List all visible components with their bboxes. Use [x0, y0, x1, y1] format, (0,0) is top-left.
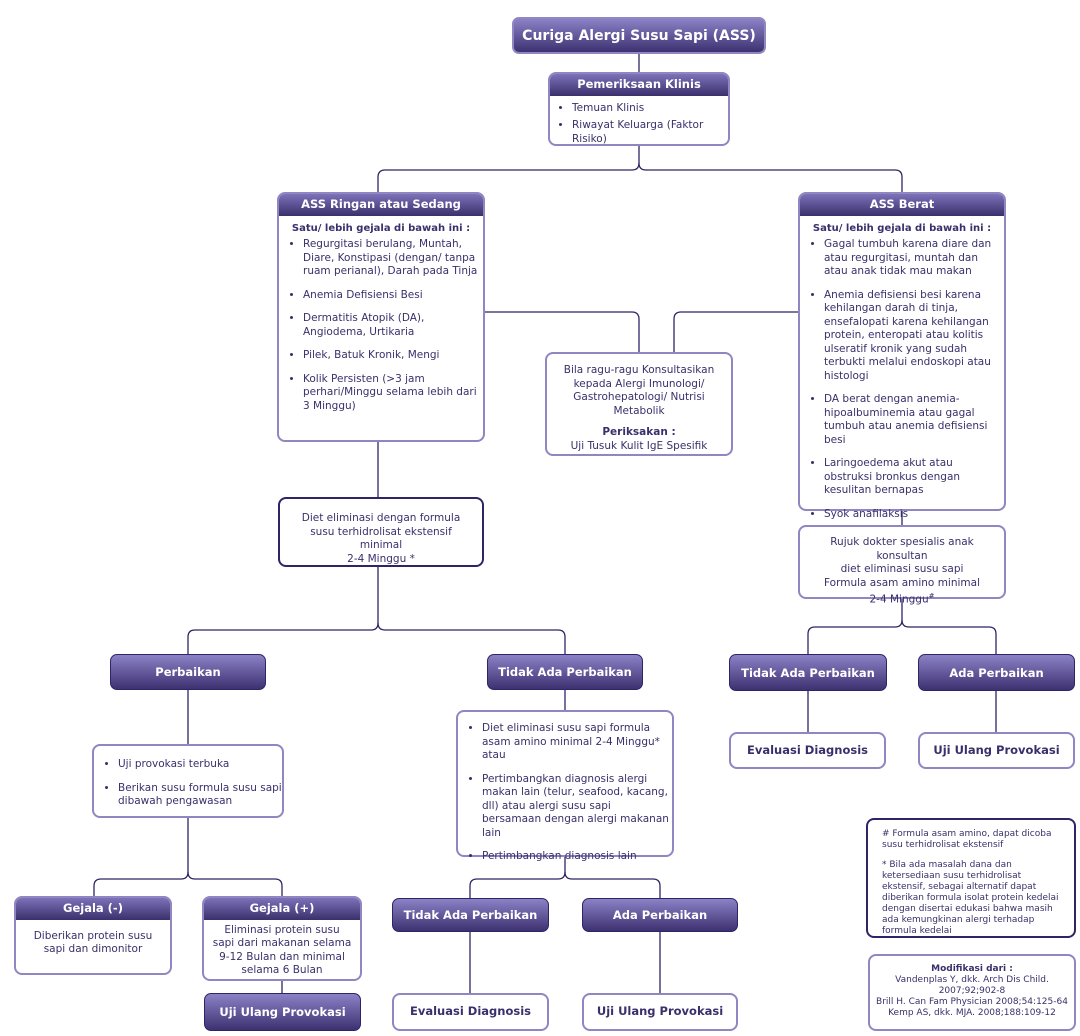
gejala-negative-box: Gejala (-) Diberikan protein susu sapi d… — [14, 896, 172, 975]
gejala-negative-text: Diberikan protein susu sapi dan dimonito… — [33, 929, 153, 956]
diet-duration: 2-4 Minggu * — [347, 552, 415, 565]
refs-line: Kemp AS, dkk. MJA. 2008;188:109-12 — [888, 1008, 1056, 1018]
gejala-positive-text: Eliminasi protein susu sapi dari makanan… — [212, 923, 352, 977]
references-box: Modifikasi dari : Vandenplas Y, dkk. Arc… — [868, 954, 1076, 1031]
severe-item: Anemia defisiensi besi karena kehilangan… — [824, 289, 1004, 384]
clinical-exam-box: Pemeriksaan Klinis Temuan Klinis Riwayat… — [548, 72, 730, 146]
mild-item: Dermatitis Atopik (DA), Angiodema, Urtik… — [303, 312, 483, 339]
no-improve-box: Diet eliminasi susu sapi formula asam am… — [456, 710, 674, 862]
refs-line: Vandenplas Y, dkk. Arch Dis Child. — [895, 975, 1049, 985]
mild-subheader: Satu/ lebih gejala di bawah ini : — [291, 222, 471, 234]
severe-header: ASS Berat — [800, 194, 1004, 216]
improve-item: Uji provokasi terbuka — [118, 758, 282, 772]
severe-item: Laringoedema akut atau obstruksi bronkus… — [824, 457, 1004, 498]
severe-item: DA berat dengan anemia-hipoalbuminemia a… — [824, 393, 1004, 447]
right-tidak-ada-perbaikan-pill: Tidak Ada Perbaikan — [729, 654, 887, 691]
gejala-positive-header: Gejala (+) — [204, 898, 360, 920]
mild-item: Kolik Persisten (>3 jam perhari/Minggu s… — [303, 373, 483, 414]
mid-ada-perbaikan-pill: Ada Perbaikan — [582, 898, 738, 932]
mild-item: Anemia Defisiensi Besi — [303, 289, 483, 303]
refer-line: diet eliminasi susu sapi — [840, 563, 964, 575]
mild-item: Pilek, Batuk Kronik, Mengi — [303, 349, 483, 363]
clinical-item: Temuan Klinis — [572, 102, 728, 116]
improve-item: Berikan susu formula susu sapi dibawah p… — [118, 782, 282, 809]
mild-header: ASS Ringan atau Sedang — [279, 194, 483, 216]
refs-line: Brill H. Can Fam Physician 2008;54:125-6… — [876, 997, 1068, 1007]
refer-box: Rujuk dokter spesialis anak konsultan di… — [798, 525, 1006, 606]
severe-box: ASS Berat Satu/ lebih gejala di bawah in… — [798, 192, 1006, 520]
severe-subheader: Satu/ lebih gejala di bawah ini : — [812, 222, 992, 234]
no-improve-item: Pertimbangkan diagnosis lain — [482, 850, 672, 864]
mild-item: Regurgitasi berulang, Muntah, Diare, Kon… — [303, 238, 483, 279]
consult-box: Bila ragu-ragu Konsultasikan kepada Aler… — [545, 352, 733, 456]
gejala-negative-header: Gejala (-) — [16, 898, 170, 920]
clinical-item: Riwayat Keluarga (Faktor Risiko) — [572, 119, 728, 146]
tidak-ada-perbaikan-pill: Tidak Ada Perbaikan — [487, 654, 643, 690]
refer-mark: # — [928, 592, 935, 600]
mid-uji-ulang-box: Uji Ulang Provokasi — [582, 993, 738, 1031]
refer-line: Rujuk dokter spesialis anak konsultan — [830, 536, 974, 562]
clinical-exam-header: Pemeriksaan Klinis — [550, 74, 728, 96]
hash-note: # Formula asam amino, dapat dicoba susu … — [882, 829, 1052, 850]
title-box: Curiga Alergi Susu Sapi (ASS) — [512, 17, 766, 54]
gejala-positive-box: Gejala (+) Eliminasi protein susu sapi d… — [202, 896, 362, 981]
refer-line: Formula asam amino minimal — [824, 576, 980, 589]
notes-box: # Formula asam amino, dapat dicoba susu … — [866, 818, 1076, 938]
no-improve-item: Diet eliminasi susu sapi formula asam am… — [482, 722, 672, 763]
mid-evaluasi-box: Evaluasi Diagnosis — [392, 993, 549, 1031]
severe-item: Gagal tumbuh karena diare dan atau regur… — [824, 238, 1004, 279]
refer-duration: 2-4 Minggu — [869, 593, 929, 606]
mid-tidak-ada-perbaikan-pill: Tidak Ada Perbaikan — [392, 898, 549, 932]
refs-line: 2007;92;902-8 — [938, 986, 1006, 996]
mild-moderate-box: ASS Ringan atau Sedang Satu/ lebih gejal… — [277, 192, 485, 442]
right-ada-perbaikan-pill: Ada Perbaikan — [918, 654, 1075, 691]
consult-check-label: Periksakan : — [602, 426, 676, 438]
severe-item: Syok anafilaksis — [824, 508, 1004, 522]
uji-ulang-provokasi-pill: Uji Ulang Provokasi — [204, 993, 361, 1031]
diet-text: Diet eliminasi dengan formula susu terhi… — [301, 512, 461, 551]
consult-text: Bila ragu-ragu Konsultasikan kepada Aler… — [563, 364, 715, 417]
refs-title: Modifikasi dari : — [931, 964, 1013, 974]
consult-check-text: Uji Tusuk Kulit IgE Spesifik — [570, 439, 708, 452]
no-improve-item: Pertimbangkan diagnosis alergi makan lai… — [482, 773, 672, 841]
perbaikan-pill: Perbaikan — [110, 654, 266, 690]
right-uji-ulang-box: Uji Ulang Provokasi — [918, 732, 1075, 769]
improve-box: Uji provokasi terbuka Berikan susu formu… — [92, 744, 284, 818]
diet-elimination-box: Diet eliminasi dengan formula susu terhi… — [278, 497, 484, 567]
right-evaluasi-box: Evaluasi Diagnosis — [729, 732, 886, 769]
star-note: * Bila ada masalah dana dan ketersediaan… — [882, 860, 1059, 936]
